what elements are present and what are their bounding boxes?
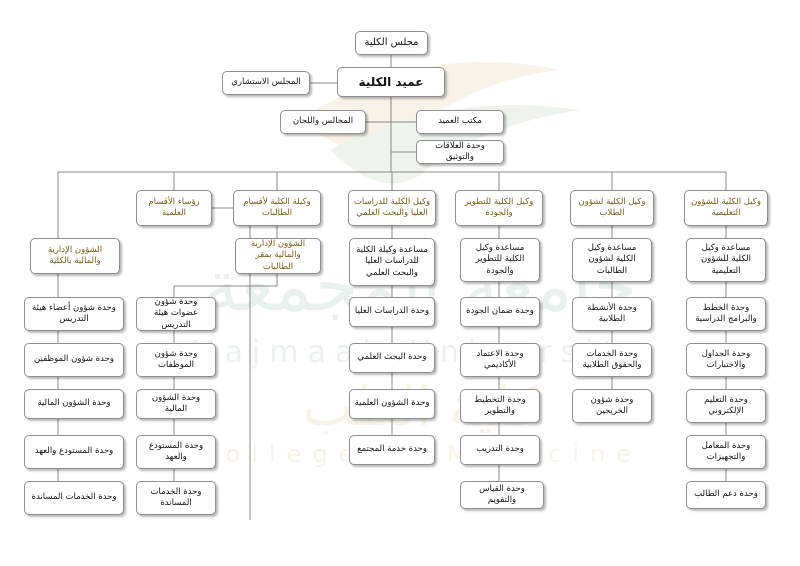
unit-box: وحدة الخطط والبرامج الدراسية bbox=[686, 297, 766, 331]
assistant-research-box: مساعدة وكيلة الكلية للدراسات العليا والب… bbox=[349, 238, 435, 286]
unit-box: وحدة الأنشطة الطلابية bbox=[572, 297, 652, 331]
unit-box: وحدة الخدمات والحقوق الطلابية bbox=[572, 343, 652, 377]
unit-box: وحدة الخدمات المساندة bbox=[136, 481, 216, 515]
advisory-council-box: المجلس الاستشاري bbox=[222, 71, 310, 95]
unit-box: وحدة الاعتماد الأكاديمي bbox=[460, 343, 540, 377]
vice-dean-female-box: وكيلة الكلية لأقسام الطالبات bbox=[233, 190, 321, 226]
relations-unit-box: وحدة العلاقات والتوثيق bbox=[416, 140, 504, 164]
unit-box: وحدة ضمان الجودة bbox=[460, 297, 540, 327]
unit-box: وحدة الجداول والاختبارات bbox=[686, 343, 766, 377]
dean-office-box: مكتب العميد bbox=[416, 110, 504, 134]
unit-box: وحدة خدمة المجتمع bbox=[349, 435, 435, 465]
vice-dean-education-box: وكيل الكلية للشؤون التعليمية bbox=[684, 190, 768, 226]
unit-box: وحدة شؤون عضوات هيئة التدريس bbox=[136, 297, 216, 331]
unit-box: وحدة دعم الطالب bbox=[686, 481, 766, 509]
assistant-quality-box: مساعدة وكيل الكلية للتطوير والجودة bbox=[460, 238, 540, 282]
unit-box: وحدة شؤون الموظفين bbox=[24, 343, 124, 377]
vice-dean-quality-box: وكيل الكلية للتطوير والجودة bbox=[455, 190, 543, 226]
unit-box: وحدة شؤون الخريجين bbox=[572, 389, 652, 423]
female-admin-finance-box: الشؤون الإدارية والمالية بمقر الطالبات bbox=[235, 238, 321, 274]
committees-box: المجالس واللجان bbox=[280, 110, 366, 134]
unit-box: وحدة شؤون الموظفات bbox=[136, 343, 216, 377]
unit-box: وحدة التعليم الإلكتروني bbox=[686, 389, 766, 423]
unit-box: وحدة التخطيط والتطوير bbox=[460, 389, 540, 423]
unit-box: وحدة الدراسات العليا bbox=[349, 297, 435, 327]
vice-dean-students-box: وكيل الكلية لشؤون الطلاب bbox=[570, 190, 654, 226]
college-council-box: مجلس الكلية bbox=[355, 31, 428, 55]
unit-box: وحدة التدريب bbox=[460, 435, 540, 465]
unit-box: وحدة المستودع والعهد bbox=[24, 435, 124, 469]
department-heads-box: رؤساء الأقسام العلمية bbox=[136, 190, 212, 226]
unit-box: وحدة الشؤون المالية bbox=[24, 389, 124, 419]
assistant-students-box: مساعدة وكيل الكلية لشؤون الطالبات bbox=[572, 238, 652, 282]
unit-box: وحدة الخدمات المساندة bbox=[24, 481, 124, 515]
vice-dean-research-box: وكيل الكلية للدراسات العليا والبحث العلم… bbox=[348, 190, 436, 226]
unit-box: وحدة الشؤون العلمية bbox=[349, 389, 435, 419]
unit-box: وحدة شؤون أعضاء هيئة التدريس bbox=[24, 297, 124, 331]
unit-box: وحدة المستودع والعهد bbox=[136, 435, 216, 469]
college-admin-finance-box: الشؤون الإدارية والمالية بالكلية bbox=[30, 238, 120, 274]
unit-box: وحدة القياس والتقويم bbox=[460, 481, 544, 509]
unit-box: وحدة الشؤون المالية bbox=[136, 389, 216, 419]
dean-box: عميد الكلية bbox=[337, 67, 445, 97]
unit-box: وحدة البحث العلمي bbox=[349, 343, 435, 373]
assistant-education-box: مساعدة وكيل الكلية للشؤون التعليمية bbox=[686, 238, 766, 282]
unit-box: وحدة المعامل والتجهيزات bbox=[686, 435, 766, 469]
